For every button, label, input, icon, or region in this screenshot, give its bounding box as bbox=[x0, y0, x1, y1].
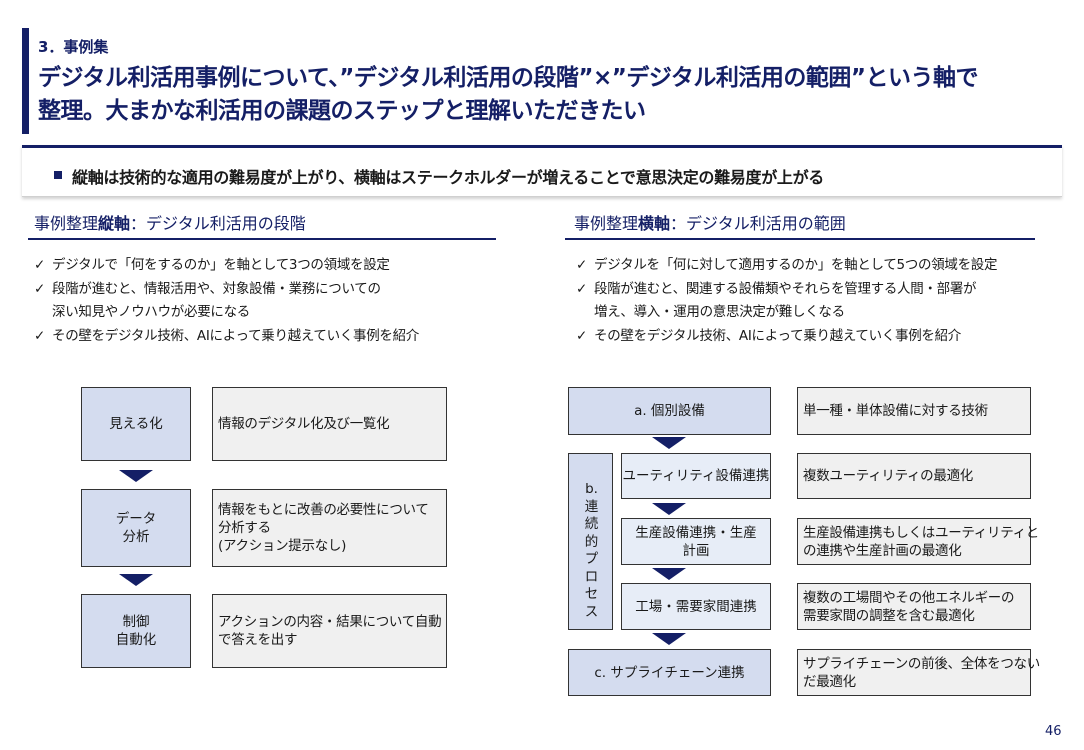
check-icon: ✓ bbox=[34, 257, 46, 273]
stage-label: 制御 bbox=[122, 614, 150, 630]
vertical-char: 的 bbox=[584, 533, 599, 550]
down-arrow-icon bbox=[652, 568, 686, 580]
stage-desc: 分析する bbox=[218, 520, 271, 536]
stage-label: 自動化 bbox=[115, 632, 157, 648]
check-icon: ✓ bbox=[34, 280, 46, 297]
page-title-line-2: 整理。大まかな利活用の課題のステップと理解いただきたい bbox=[38, 98, 646, 124]
right-column-heading: 事例整理横軸：デジタル利活用の範囲 bbox=[574, 210, 846, 234]
stage-label: 分析 bbox=[122, 529, 150, 545]
vertical-char: 続 bbox=[584, 516, 599, 532]
title-accent-bar bbox=[22, 28, 29, 134]
vertical-char: ス bbox=[584, 603, 599, 620]
scope-desc: 単一種・単体設備に対する技術 bbox=[803, 403, 988, 419]
stage-desc: アクションの内容・結果について自動 bbox=[218, 614, 442, 630]
check-text: その壁をデジタル技術、AIによって乗り越えていく事例を紹介 bbox=[594, 327, 961, 344]
scope-desc: 需要家間の調整を含む最適化 bbox=[803, 607, 975, 624]
scope-desc: だ最適化 bbox=[803, 673, 856, 690]
stage-desc: 情報をもとに改善の必要性について bbox=[218, 502, 429, 518]
check-item: ✓ 段階が進むと、関連する設備類やそれらを管理する人間・部署が増え、導入・運用の… bbox=[576, 278, 997, 325]
scope-label: a. 個別設備 bbox=[634, 403, 705, 419]
left-check-list: ✓ デジタルで「何をするのか」を軸として3つの領域を設定 ✓ 段階が進むと、情報… bbox=[34, 254, 419, 348]
stage-visualization-desc: 情報のデジタル化及び一覧化 bbox=[212, 387, 447, 461]
scope-supply-chain: c. サプライチェーン連携 bbox=[568, 649, 771, 696]
down-arrow-icon bbox=[652, 633, 686, 645]
right-heading-suffix: ：デジタル利活用の範囲 bbox=[670, 214, 846, 233]
section-number: 3．事例集 bbox=[38, 38, 109, 56]
stage-control-automation-desc: アクションの内容・結果について自動で答えを出す bbox=[212, 594, 447, 668]
check-text: デジタルで「何をするのか」を軸として3つの領域を設定 bbox=[52, 257, 390, 273]
check-item: ✓ デジタルで「何をするのか」を軸として3つの領域を設定 bbox=[34, 254, 419, 278]
scope-desc: 複数の工場間やその他エネルギーの bbox=[803, 589, 1015, 606]
right-check-list: ✓ デジタルを「何に対して適用するのか」を軸として5つの領域を設定 ✓ 段階が進… bbox=[576, 254, 998, 349]
right-heading-prefix: 事例整理 bbox=[574, 214, 639, 233]
page-title: デジタル利活用事例について、”デジタル利活用の段階”×”デジタル利活用の範囲”と… bbox=[38, 62, 1073, 128]
scope-continuous-process: b. 連 続 的 プ ロ セ ス bbox=[568, 453, 613, 630]
scope-label: 生産設備連携・生産 bbox=[635, 524, 757, 541]
left-column-heading: 事例整理縦軸：デジタル利活用の段階 bbox=[34, 210, 306, 234]
check-icon: ✓ bbox=[576, 257, 588, 273]
scope-production-link: 生産設備連携・生産計画 bbox=[621, 518, 771, 565]
check-icon: ✓ bbox=[34, 327, 46, 344]
stage-label: 見える化 bbox=[109, 416, 163, 432]
right-heading-bold: 横軸 bbox=[638, 214, 671, 233]
down-arrow-icon bbox=[652, 437, 686, 449]
left-heading-rule bbox=[28, 238, 496, 240]
check-text: 深い知見やノウハウが必要になる bbox=[52, 304, 250, 320]
scope-production-link-desc: 生産設備連携もしくはユーティリティとの連携や生産計画の最適化 bbox=[797, 518, 1039, 565]
scope-label: ユーティリティ設備連携 bbox=[622, 468, 770, 484]
check-text: 段階が進むと、関連する設備類やそれらを管理する人間・部署が bbox=[594, 280, 977, 297]
scope-individual-equipment: a. 個別設備 bbox=[568, 387, 771, 435]
page-number: 46 bbox=[1045, 724, 1062, 739]
scope-label: 工場・需要家間連携 bbox=[635, 598, 757, 615]
vertical-char: ロ bbox=[584, 568, 599, 585]
stage-data-analysis: データ分析 bbox=[81, 489, 191, 567]
scope-factory-consumer-link-desc: 複数の工場間やその他エネルギーの需要家間の調整を含む最適化 bbox=[797, 583, 1031, 630]
vertical-char: b. bbox=[585, 481, 598, 497]
scope-desc: 生産設備連携もしくはユーティリティと bbox=[803, 524, 1039, 541]
check-text: 増え、導入・運用の意思決定が難しくなる bbox=[594, 304, 845, 320]
page-title-line-1: デジタル利活用事例について、”デジタル利活用の段階”×”デジタル利活用の範囲”と… bbox=[38, 65, 979, 91]
check-item: ✓ その壁をデジタル技術、AIによって乗り越えていく事例を紹介 bbox=[34, 325, 419, 349]
down-arrow-icon bbox=[652, 503, 686, 515]
scope-desc: サプライチェーンの前後、全体をつない bbox=[803, 655, 1040, 672]
vertical-char: 連 bbox=[584, 498, 599, 515]
check-text: その壁をデジタル技術、AIによって乗り越えていく事例を紹介 bbox=[52, 327, 419, 344]
square-bullet-icon bbox=[54, 171, 62, 179]
scope-label: 計画 bbox=[682, 542, 710, 559]
left-heading-prefix: 事例整理 bbox=[34, 214, 99, 233]
left-heading-suffix: ：デジタル利活用の段階 bbox=[130, 214, 306, 233]
down-arrow-icon bbox=[119, 470, 153, 482]
scope-individual-equipment-desc: 単一種・単体設備に対する技術 bbox=[797, 387, 1031, 435]
stage-desc: (アクション提示なし) bbox=[218, 538, 347, 554]
right-heading-rule bbox=[565, 238, 1035, 240]
scope-label: c. サプライチェーン連携 bbox=[594, 664, 745, 681]
check-item: ✓ その壁をデジタル技術、AIによって乗り越えていく事例を紹介 bbox=[576, 325, 997, 349]
summary-box: 縦軸は技術的な適用の難易度が上がり、横軸はステークホルダーが増えることで意思決定… bbox=[22, 145, 1062, 197]
stage-label: データ bbox=[115, 511, 157, 527]
stage-control-automation: 制御自動化 bbox=[81, 594, 191, 668]
stage-visualization: 見える化 bbox=[81, 387, 191, 461]
left-heading-bold: 縦軸 bbox=[98, 214, 131, 233]
scope-desc: の連携や生産計画の最適化 bbox=[803, 542, 962, 559]
check-text: 段階が進むと、情報活用や、対象設備・業務についての bbox=[52, 280, 381, 297]
scope-factory-consumer-link: 工場・需要家間連携 bbox=[621, 583, 771, 630]
summary-text: 縦軸は技術的な適用の難易度が上がり、横軸はステークホルダーが増えることで意思決定… bbox=[72, 168, 825, 187]
scope-supply-chain-desc: サプライチェーンの前後、全体をつないだ最適化 bbox=[797, 649, 1040, 696]
scope-utility-link-desc: 複数ユーティリティの最適化 bbox=[797, 453, 1031, 499]
scope-utility-link: ユーティリティ設備連携 bbox=[621, 453, 771, 499]
stage-data-analysis-desc: 情報をもとに改善の必要性について分析する (アクション提示なし) bbox=[212, 489, 447, 567]
vertical-char: プ bbox=[584, 551, 599, 567]
vertical-char: セ bbox=[584, 586, 599, 602]
check-icon: ✓ bbox=[576, 280, 588, 297]
down-arrow-icon bbox=[119, 574, 153, 586]
check-icon: ✓ bbox=[576, 327, 588, 344]
scope-desc: 複数ユーティリティの最適化 bbox=[803, 468, 973, 484]
check-item: ✓ 段階が進むと、情報活用や、対象設備・業務についての深い知見やノウハウが必要に… bbox=[34, 278, 419, 325]
stage-desc: で答えを出す bbox=[218, 632, 298, 648]
check-item: ✓ デジタルを「何に対して適用するのか」を軸として5つの領域を設定 bbox=[576, 254, 998, 278]
check-text: デジタルを「何に対して適用するのか」を軸として5つの領域を設定 bbox=[594, 257, 998, 273]
stage-desc: 情報のデジタル化及び一覧化 bbox=[218, 416, 390, 432]
